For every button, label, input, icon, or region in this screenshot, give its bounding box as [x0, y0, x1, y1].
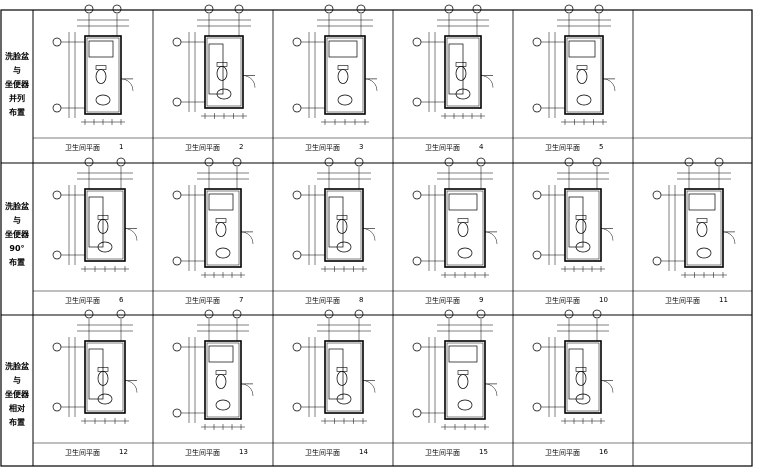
floor-plan — [172, 4, 256, 119]
plan-number: 5 — [599, 143, 604, 151]
plan-number: 1 — [119, 143, 124, 151]
plan-number: 15 — [479, 448, 488, 456]
floor-plan — [412, 309, 498, 430]
plan-caption: 卫生间平面 — [185, 144, 220, 152]
floor-plan — [532, 309, 614, 424]
plan-number: 14 — [359, 448, 368, 456]
plan-caption: 卫生间平面 — [65, 449, 100, 457]
floor-plan — [652, 157, 736, 278]
plan-caption: 卫生间平面 — [545, 449, 580, 457]
floor-plan — [292, 157, 376, 272]
plan-number: 13 — [239, 448, 248, 456]
plan-number: 16 — [599, 448, 608, 456]
floor-plan — [172, 157, 254, 278]
plan-caption: 卫生间平面 — [425, 144, 460, 152]
plan-caption: 卫生间平面 — [65, 144, 100, 152]
floor-plan — [412, 4, 494, 119]
plan-number: 8 — [359, 296, 364, 304]
floor-plan — [52, 4, 134, 125]
plan-number: 2 — [239, 143, 244, 151]
row-label-2: 洗脸盆 与 坐便器 90° 布置 — [5, 202, 29, 267]
floor-plan — [172, 309, 254, 430]
floor-plan — [52, 309, 138, 424]
plan-caption: 卫生间平面 — [665, 297, 700, 305]
plan-caption: 卫生间平面 — [545, 297, 580, 305]
row-label-1: 洗脸盆 与 坐便器 并列 布置 — [5, 52, 29, 117]
floor-plan — [292, 309, 376, 424]
plan-number: 3 — [359, 143, 364, 151]
plan-caption: 卫生间平面 — [185, 297, 220, 305]
floor-plan — [532, 157, 614, 272]
plan-number: 9 — [479, 296, 484, 304]
plan-caption: 卫生间平面 — [65, 297, 100, 305]
plan-number: 10 — [599, 296, 608, 304]
plan-number: 4 — [479, 143, 484, 151]
floor-plan — [52, 157, 138, 272]
plan-number: 6 — [119, 296, 124, 304]
plan-number: 7 — [239, 296, 244, 304]
plan-caption: 卫生间平面 — [305, 449, 340, 457]
plan-caption: 卫生间平面 — [305, 144, 340, 152]
plan-caption: 卫生间平面 — [545, 144, 580, 152]
plan-caption: 卫生间平面 — [425, 449, 460, 457]
outer-frame — [0, 9, 753, 467]
plan-caption: 卫生间平面 — [185, 449, 220, 457]
row-label-3: 洗脸盆 与 坐便器 相对 布置 — [5, 362, 29, 427]
floor-plan — [292, 4, 378, 125]
plan-caption: 卫生间平面 — [305, 297, 340, 305]
plan-number: 11 — [719, 296, 728, 304]
plan-number: 12 — [119, 448, 128, 456]
plan-caption: 卫生间平面 — [425, 297, 460, 305]
floor-plan — [532, 4, 616, 125]
floor-plan — [412, 157, 498, 278]
